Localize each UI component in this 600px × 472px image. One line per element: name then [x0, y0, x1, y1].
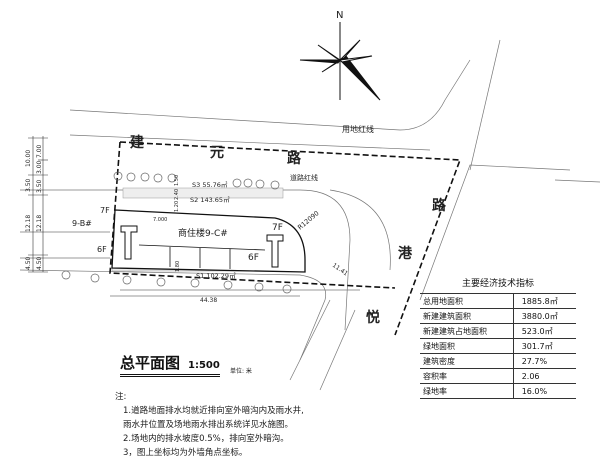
row-label: 建筑密度: [420, 353, 514, 369]
stair-cores: [120, 225, 284, 268]
notes: 注: 1.道路地面排水均就近排向室外暗沟内及雨水井, 雨水井位置及场地雨水排出系…: [115, 390, 304, 460]
area-s3: S3 55.76㎡: [192, 180, 228, 189]
dim-text: 12.18: [25, 215, 32, 232]
dim-text: 3.50: [36, 179, 43, 193]
north-label: N: [336, 10, 343, 21]
row-value: 27.7%: [512, 353, 576, 369]
road-name-char: 悦: [366, 309, 380, 326]
row-label: 总用地面积: [420, 293, 514, 309]
road-name-char: 元: [210, 145, 224, 161]
dim-text: 7.00: [36, 144, 43, 158]
road-red-line-label: 道路红线: [290, 173, 318, 182]
dim-text: 4.50: [36, 256, 43, 270]
floors-label: 6F: [97, 245, 107, 254]
drawing-title-text: 总平面图: [120, 354, 181, 372]
row-label: 容积率: [420, 368, 514, 384]
dimension-lines: [28, 136, 300, 297]
row-label: 绿地面积: [420, 338, 514, 354]
note-line: 雨水井位置及场地雨水排出系统详见水施图。: [123, 420, 294, 430]
dim-text: 4.50: [25, 256, 32, 270]
floors-label: 7F: [100, 206, 110, 215]
table-title: 主要经济技术指标: [461, 279, 534, 289]
road-lines: [19, 39, 600, 391]
drawing-title: 总平面图 1:500: [120, 352, 220, 377]
radius-label: R12090: [296, 209, 320, 231]
building-outline: [111, 209, 306, 273]
unit-label: 单位: 米: [230, 368, 252, 375]
note-line: 3，图上坐标均为外墙角点坐标。: [123, 448, 248, 458]
dim-text: 2.40: [174, 189, 180, 200]
note-line: 1.道路地面排水均就近排向室外暗沟内及雨水井,: [123, 406, 304, 416]
dim-text: 11.41: [331, 262, 349, 278]
row-value: 1885.8㎡: [512, 293, 576, 309]
dim-text: 1.20: [174, 201, 180, 212]
floors-label: 7F: [272, 223, 283, 233]
dim-text: 44.38: [200, 297, 217, 304]
dim-text: 1.80: [175, 261, 181, 272]
land-red-line-boundary: [109, 141, 462, 336]
tree-symbols: [61, 171, 292, 294]
dim-text: 1.50: [174, 175, 180, 186]
dim-text: 3.00: [36, 160, 43, 174]
north-arrow-icon: [299, 22, 381, 101]
green-area-s2: [122, 187, 284, 199]
road-name-char: 港: [398, 245, 413, 262]
row-value: 523.0㎡: [512, 323, 576, 339]
row-value: 3880.0㎡: [512, 308, 576, 324]
dim-text: 10.00: [25, 150, 32, 167]
area-s2: S2 143.65㎡: [190, 195, 230, 204]
road-name-char: 路: [287, 150, 302, 167]
elevation-label: 7.000: [153, 217, 167, 223]
row-value: 2.06: [512, 368, 576, 384]
row-label: 绿地率: [420, 383, 514, 399]
row-label: 新建建筑占地面积: [420, 323, 514, 339]
row-label: 新建建筑面积: [420, 308, 514, 324]
notes-heading: 注:: [115, 392, 127, 402]
floors-label: 6F: [248, 253, 259, 263]
area-s1: S1 102.29㎡: [196, 271, 236, 280]
road-name-char: 建: [130, 134, 144, 151]
row-value: 16.0%: [512, 383, 576, 399]
building-name: 商住楼9-C#: [178, 227, 228, 239]
note-line: 2.场地内的排水坡度0.5%，排向室外暗沟。: [123, 434, 289, 444]
dim-text: 3.50: [25, 178, 32, 192]
row-value: 301.7㎡: [512, 338, 576, 354]
road-name-char: 路: [432, 197, 447, 214]
dim-text: 12.18: [36, 215, 43, 232]
neighbor-building: 9-B#: [72, 219, 92, 228]
land-red-line-label: 用地红线: [342, 124, 374, 134]
drawing-scale: 1:500: [188, 360, 220, 371]
